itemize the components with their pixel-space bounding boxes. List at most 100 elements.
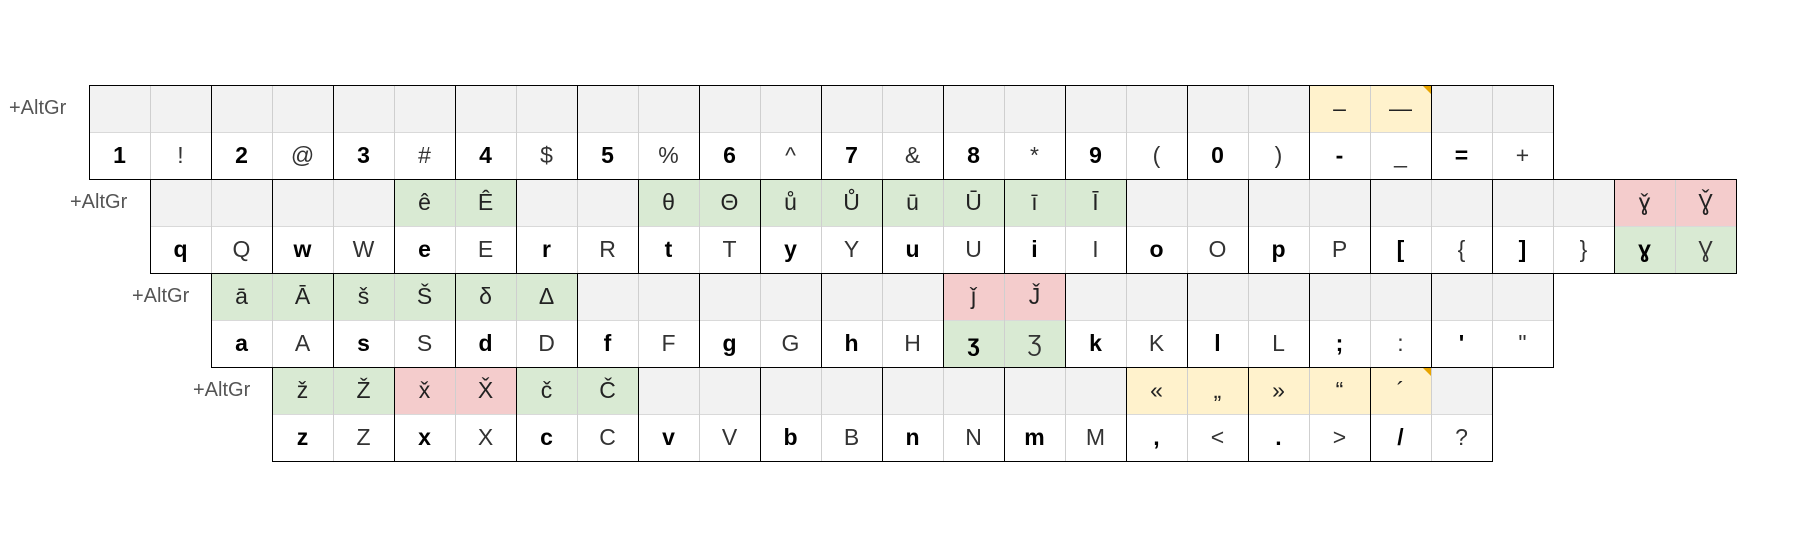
altgr-modifier-label: +AltGr	[193, 379, 251, 401]
half-divider	[699, 367, 700, 461]
key-3-11[interactable]: '"	[1431, 273, 1553, 367]
row-frame	[272, 367, 1493, 462]
key-4-10[interactable]: ´/?	[1370, 367, 1492, 461]
altgr-modifier-label: +AltGr	[132, 285, 190, 307]
key-3-10[interactable]: ;:	[1309, 273, 1431, 367]
half-divider	[577, 179, 578, 273]
altgr-symbol	[1126, 179, 1187, 226]
altgr-symbol	[699, 273, 760, 320]
altgr-symbol	[89, 85, 150, 132]
base-symbol: x	[394, 414, 455, 461]
base-symbol: f	[577, 320, 638, 367]
altgr-symbol	[760, 367, 821, 414]
altgr-symbol	[516, 179, 577, 226]
half-divider	[150, 85, 151, 179]
key-1-2[interactable]: 2@	[211, 85, 333, 179]
shift-symbol: L	[1248, 320, 1309, 367]
shift-symbol: E	[455, 226, 516, 273]
altgr-symbol	[455, 85, 516, 132]
key-1-7[interactable]: 7&	[821, 85, 943, 179]
key-1-11[interactable]: –—-_	[1309, 85, 1431, 179]
base-symbol: o	[1126, 226, 1187, 273]
key-1-5[interactable]: 5%	[577, 85, 699, 179]
key-4-9[interactable]: »“.>	[1248, 367, 1370, 461]
key-boundary	[1309, 273, 1310, 367]
key-1-3[interactable]: 3#	[333, 85, 455, 179]
key-boundary	[760, 179, 761, 273]
altgr-symbol: ī	[1004, 179, 1065, 226]
key-1-8[interactable]: 8*	[943, 85, 1065, 179]
key-boundary	[1126, 367, 1127, 461]
key-2-12[interactable]: ]}	[1492, 179, 1614, 273]
shift-symbol: H	[882, 320, 943, 367]
altgr-symbol	[1187, 273, 1248, 320]
key-1-10[interactable]: 0)	[1187, 85, 1309, 179]
half-divider	[638, 273, 639, 367]
key-boundary	[577, 85, 578, 179]
key-4-8[interactable]: «„,<	[1126, 367, 1248, 461]
altgr-symbol: x̌	[394, 367, 455, 414]
base-symbol: w	[272, 226, 333, 273]
key-boundary	[455, 85, 456, 179]
half-divider	[882, 85, 883, 179]
altgr-shift-symbol	[577, 179, 638, 226]
key-1-12[interactable]: =+	[1431, 85, 1553, 179]
base-symbol: -	[1309, 132, 1370, 179]
altgr-shift-symbol	[211, 179, 272, 226]
base-symbol: i	[1004, 226, 1065, 273]
key-boundary	[699, 273, 700, 367]
shift-symbol: !	[150, 132, 211, 179]
key-boundary	[1614, 179, 1615, 273]
key-boundary	[1431, 273, 1432, 367]
altgr-shift-symbol: X̌	[455, 367, 516, 414]
altgr-shift-symbol	[1370, 273, 1431, 320]
key-2-11[interactable]: [{	[1370, 179, 1492, 273]
key-1-6[interactable]: 6^	[699, 85, 821, 179]
shift-symbol: Q	[211, 226, 272, 273]
key-1-1[interactable]: 1!	[89, 85, 211, 179]
altgr-shift-symbol: Š	[394, 273, 455, 320]
base-symbol: k	[1065, 320, 1126, 367]
key-1-9[interactable]: 9(	[1065, 85, 1187, 179]
shift-symbol: S	[394, 320, 455, 367]
shift-symbol: >	[1309, 414, 1370, 461]
altgr-shift-symbol	[1309, 179, 1370, 226]
altgr-symbol	[1431, 273, 1492, 320]
base-symbol: 3	[333, 132, 394, 179]
row-frame	[211, 273, 1554, 368]
shift-symbol: I	[1065, 226, 1126, 273]
shift-symbol: (	[1126, 132, 1187, 179]
half-divider	[1431, 179, 1432, 273]
key-1-4[interactable]: 4$	[455, 85, 577, 179]
shift-symbol: }	[1553, 226, 1614, 273]
altgr-shift-symbol: Ī	[1065, 179, 1126, 226]
shift-symbol: %	[638, 132, 699, 179]
